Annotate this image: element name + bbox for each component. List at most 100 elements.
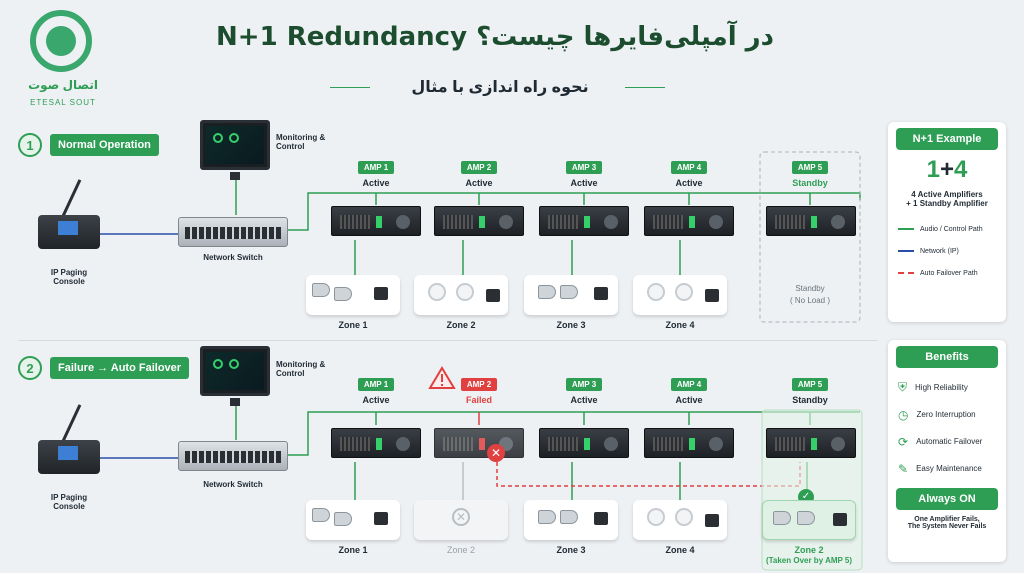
formula-plus: + (939, 156, 954, 183)
warning-icon (428, 366, 456, 389)
paging-console (38, 215, 100, 249)
amp4-name: AMP 4 (670, 161, 708, 174)
amp5-status: Standby (792, 178, 828, 188)
benefit-item: ✎Easy Maintenance (898, 461, 982, 476)
zone-label: Zone 2 (446, 545, 476, 555)
step-1-badge: 1 Normal Operation (18, 133, 159, 157)
example-desc-2: + 1 Standby Amplifier (906, 199, 988, 208)
amplifier (766, 206, 856, 236)
standby-sub-label: ( No Load ) (789, 296, 831, 305)
clock-icon: ◷ (898, 407, 909, 422)
disabled-speaker-icon: ✕ (452, 508, 470, 526)
amp2-name: AMP 2 (460, 161, 498, 174)
zone-label: Zone 2 (446, 320, 476, 330)
amp3-tag: AMP 3 Active (554, 157, 614, 188)
zone-label: Zone 4 (665, 320, 695, 330)
benefits-card-title: Benefits (896, 346, 998, 368)
formula-one: 1 (926, 156, 940, 183)
failed-x-icon: ✕ (487, 444, 505, 462)
amp2-tag: AMP 2 Failed (449, 374, 509, 405)
zone-box (633, 275, 727, 315)
step-1-number: 1 (18, 133, 42, 157)
formula: 1+4 (888, 156, 1006, 184)
example-card-title: N+1 Example (896, 128, 998, 150)
step-2-label: Failure → Auto Failover (50, 357, 190, 379)
takeover-note: (Taken Over by AMP 5) (765, 556, 853, 565)
amp4-status: Active (675, 395, 703, 405)
amp4-name: AMP 4 (670, 378, 708, 391)
page-title: در آمپلی‌فایرها چیست؟ N+1 Redundancy (216, 22, 774, 52)
amp1-status: Active (362, 395, 390, 405)
standby-label: Standby (795, 284, 825, 293)
always-on-line-2: The System Never Fails (907, 523, 987, 530)
example-desc-1: 4 Active Amplifiers (911, 190, 983, 199)
page-subtitle: نحوه راه اندازی با مثال (411, 79, 589, 96)
legend-failover: Auto Failover Path (898, 262, 996, 284)
zone-label: Zone 1 (338, 545, 368, 555)
shield-check-icon: ⛨ (898, 380, 908, 394)
zone-box-inactive: ✕ (414, 500, 508, 540)
network-switch (178, 217, 288, 247)
benefit-item: ⟳Automatic Failover (898, 434, 983, 449)
logo-gear-icon (30, 10, 92, 72)
zone-box (524, 275, 618, 315)
subtitle-divider-right (625, 87, 665, 88)
zone-label: Zone 2 (794, 545, 824, 555)
amp5-name: AMP 5 (791, 161, 829, 174)
step-1-label: Normal Operation (50, 134, 159, 156)
network-switch (178, 441, 288, 471)
amplifier (434, 206, 524, 236)
amp3-name: AMP 3 (565, 161, 603, 174)
amp1-name: AMP 1 (357, 161, 395, 174)
legend-network: Network (IP) (898, 240, 996, 262)
logo-text: اتصال صوت (28, 78, 98, 92)
benefits-card: Benefits ⛨High Reliability ◷Zero Interru… (888, 340, 1006, 562)
amp5-tag: AMP 5 Standby (780, 157, 840, 188)
step-2-number: 2 (18, 356, 42, 380)
benefit-item: ⛨High Reliability (898, 380, 968, 394)
always-on-line-1: One Amplifier Fails, (914, 516, 980, 523)
wrench-icon: ✎ (898, 461, 909, 476)
monitoring-label: Monitoring & Control (276, 360, 326, 378)
console-label: IP Paging Console (50, 268, 88, 286)
section-divider (18, 340, 878, 341)
amp2-status: Failed (465, 395, 492, 405)
zone-box (306, 275, 400, 315)
amplifier (539, 206, 629, 236)
amplifier (539, 428, 629, 458)
paging-console (38, 440, 100, 474)
monitoring-label: Monitoring & Control (276, 133, 326, 151)
zone-label: Zone 1 (338, 320, 368, 330)
amplifier (331, 206, 421, 236)
switch-label: Network Switch (203, 253, 263, 262)
amp5-tag: AMP 5 Standby (780, 374, 840, 405)
monitor-stand (230, 172, 240, 180)
formula-four: 4 (954, 156, 968, 183)
monitor-stand (230, 398, 240, 406)
amp3-name: AMP 3 (565, 378, 603, 391)
monitor (200, 346, 270, 396)
amplifier (644, 206, 734, 236)
amplifier-failed (434, 428, 524, 458)
amp2-status: Active (465, 178, 493, 188)
amp5-name: AMP 5 (791, 378, 829, 391)
legend-audio: Audio / Control Path (898, 218, 996, 240)
amp2-name: AMP 2 (460, 378, 498, 391)
zone-box (306, 500, 400, 540)
example-card: N+1 Example 1+4 4 Active Amplifiers + 1 … (888, 122, 1006, 322)
amp4-tag: AMP 4 Active (659, 374, 719, 405)
amp3-status: Active (570, 178, 598, 188)
zone-label: Zone 4 (665, 545, 695, 555)
amp5-status: Standby (792, 395, 828, 405)
zone-box (633, 500, 727, 540)
amplifier (331, 428, 421, 458)
logo-subtext: ETESAL SOUT (30, 98, 96, 107)
amp2-tag: AMP 2 Active (449, 157, 509, 188)
step-2-badge: 2 Failure → Auto Failover (18, 356, 190, 380)
monitor (200, 120, 270, 170)
logo-center (46, 26, 76, 56)
always-on-badge: Always ON (896, 488, 998, 510)
